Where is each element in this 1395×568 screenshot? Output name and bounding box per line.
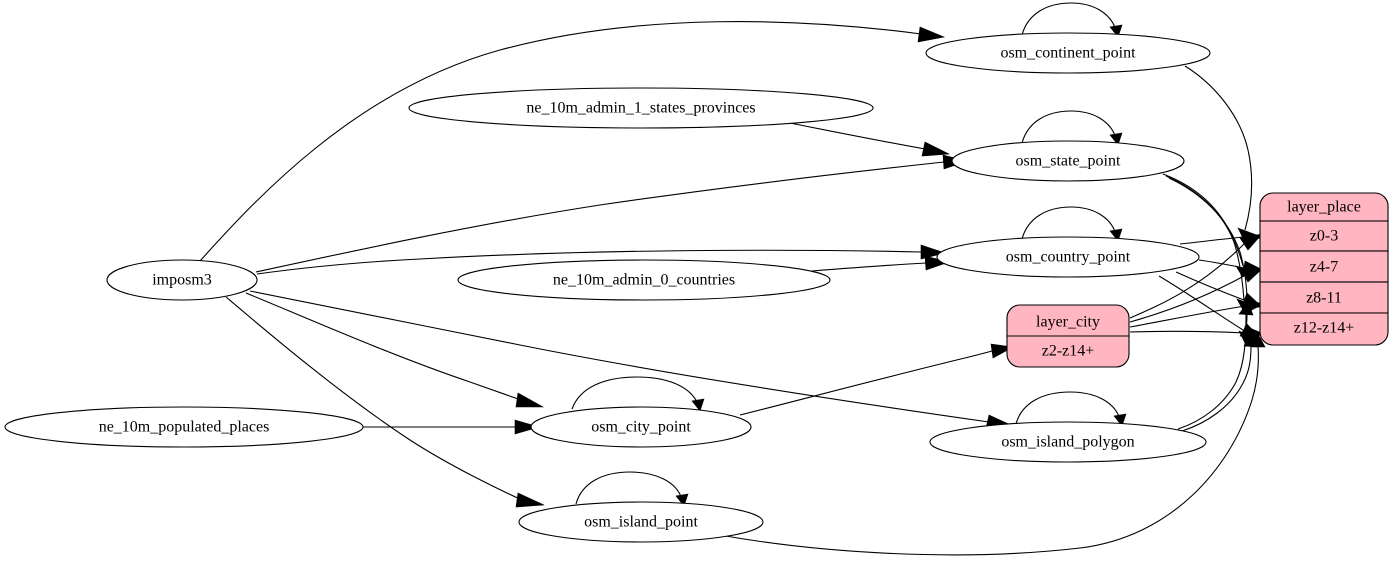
edge-layer-city-to-layer-place-z8-11 (1129, 298, 1264, 328)
node-label-osm-city-point: osm_city_point (591, 419, 691, 436)
node-shape-ne-10m-admin-0-countries[interactable] (457, 259, 831, 301)
edge-imposm3-to-osm-state-point (255, 154, 969, 273)
edge-osm-continent-point-to-layer-place-z0-3 (1184, 65, 1263, 241)
edge-imposm3-to-osm-country-point (256, 244, 947, 275)
record-label-layer-city-header: layer_city (1036, 314, 1100, 331)
node-ne-10m-admin-0-countries[interactable]: ne_10m_admin_0_countries (457, 259, 831, 301)
node-imposm3[interactable]: imposm3 (106, 259, 258, 301)
edge-ne-populated-places-to-osm-city-point (363, 419, 541, 435)
edge-imposm3-to-osm-island-point (225, 296, 545, 508)
node-label-ne-10m-admin-0-countries: ne_10m_admin_0_countries (553, 272, 735, 289)
record-cell-layer-place-header[interactable] (1259, 192, 1389, 222)
edge-layer-city-to-layer-place-z12-14 (1129, 325, 1265, 341)
record-label-layer-city-z2: z2-z14+ (1042, 343, 1095, 360)
node-shape-osm-island-point[interactable] (518, 501, 764, 543)
node-shape-osm-island-polygon[interactable] (929, 421, 1207, 463)
node-shape-imposm3[interactable] (106, 259, 258, 301)
self-loop-osm-island-point (575, 471, 689, 507)
self-loop-osm-state-point (1021, 110, 1123, 146)
record-node-layer-place[interactable]: layer_place z0-3 z4-7 z8-11 z12-z14+ (1259, 192, 1389, 346)
node-osm-continent-point[interactable]: osm_continent_point (925, 32, 1211, 74)
node-label-ne-10m-admin-1-states-provinces: ne_10m_admin_1_states_provinces (526, 100, 755, 117)
node-ne-10m-populated-places[interactable]: ne_10m_populated_places (4, 406, 364, 448)
record-cell-layer-place-z8-11[interactable] (1259, 281, 1389, 314)
node-shape-osm-continent-point[interactable] (925, 32, 1211, 74)
edge-osm-island-polygon-to-layer-place-z8-11 (1177, 301, 1254, 430)
record-cell-layer-city-header[interactable] (1006, 304, 1130, 337)
node-shape-ne-10m-populated-places[interactable] (4, 406, 364, 448)
edge-ne-admin-0-to-osm-country-point (811, 255, 951, 272)
node-osm-island-polygon[interactable]: osm_island_polygon (929, 421, 1207, 463)
edge-layer-city-to-layer-place-z4-7 (1129, 267, 1264, 323)
record-label-layer-place-z4-7: z4-7 (1310, 259, 1338, 276)
record-cell-layer-place-z12-14[interactable] (1259, 312, 1389, 346)
edge-osm-island-point-to-layer-place-z12-14 (719, 333, 1266, 556)
edge-imposm3-to-osm-city-point (245, 292, 545, 408)
node-label-imposm3: imposm3 (152, 272, 212, 289)
node-osm-country-point[interactable]: osm_country_point (936, 236, 1200, 278)
record-label-layer-place-z12-14: z12-z14+ (1294, 320, 1355, 337)
self-loop-osm-continent-point (1021, 2, 1123, 38)
edge-layer-city-to-layer-place-z0-3 (1129, 233, 1263, 319)
self-loop-osm-country-point (1021, 206, 1123, 242)
node-label-osm-continent-point: osm_continent_point (1000, 45, 1136, 62)
node-shape-ne-10m-admin-1-states-provinces[interactable] (408, 87, 874, 129)
edge-imposm3-to-osm-continent-point (199, 21, 946, 262)
node-label-osm-state-point: osm_state_point (1016, 153, 1121, 170)
edge-layer (199, 2, 1266, 556)
record-label-layer-place-header: layer_place (1287, 199, 1361, 216)
node-label-osm-island-polygon: osm_island_polygon (1001, 434, 1134, 451)
node-layer: imposm3 ne_10m_admin_1_states_provinces … (4, 32, 1211, 543)
self-loop-osm-island-polygon (1015, 391, 1127, 427)
edge-osm-city-point-to-layer-city-z2 (739, 343, 1014, 416)
node-osm-island-point[interactable]: osm_island_point (518, 501, 764, 543)
node-osm-city-point[interactable]: osm_city_point (530, 406, 752, 448)
self-loop-osm-city-point (571, 376, 705, 412)
node-shape-osm-state-point[interactable] (951, 140, 1185, 182)
node-shape-osm-country-point[interactable] (936, 236, 1200, 278)
edge-ne-admin-1-to-osm-state-point (789, 122, 951, 157)
node-label-osm-country-point: osm_country_point (1006, 249, 1131, 266)
node-label-ne-10m-populated-places: ne_10m_populated_places (99, 419, 270, 436)
node-shape-osm-city-point[interactable] (530, 406, 752, 448)
record-label-layer-place-z8-11: z8-11 (1306, 290, 1342, 307)
record-label-layer-place-z0-3: z0-3 (1310, 228, 1338, 245)
record-cell-layer-city-z2[interactable] (1006, 335, 1130, 368)
node-label-osm-island-point: osm_island_point (584, 514, 698, 531)
node-osm-state-point[interactable]: osm_state_point (951, 140, 1185, 182)
record-node-layer-city[interactable]: layer_city z2-z14+ (1006, 304, 1130, 368)
node-ne-10m-admin-1-states-provinces[interactable]: ne_10m_admin_1_states_provinces (408, 87, 874, 129)
